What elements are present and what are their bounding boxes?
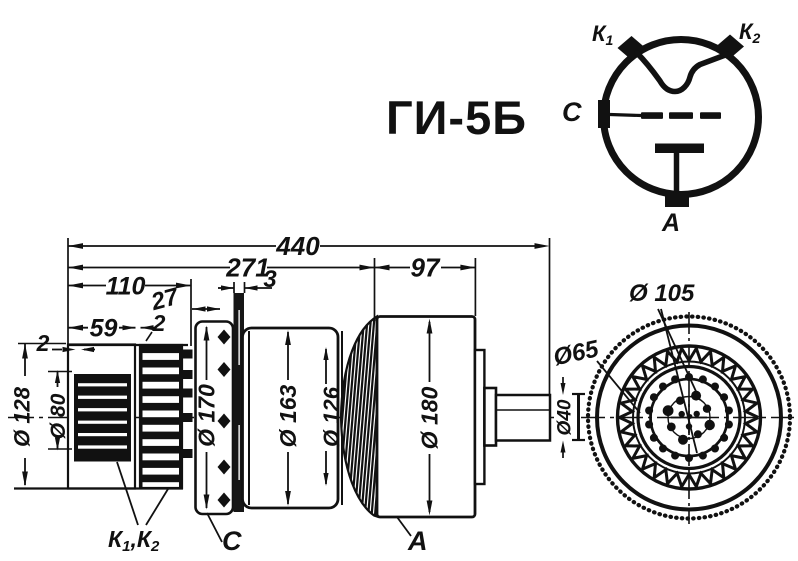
svg-text:С: С (562, 97, 582, 127)
svg-text:А: А (407, 526, 428, 556)
svg-text:А: А (661, 209, 680, 237)
svg-text:Ø 128: Ø 128 (10, 386, 35, 447)
svg-text:110: 110 (106, 273, 146, 301)
svg-text:С: С (222, 526, 242, 556)
svg-text:440: 440 (275, 231, 320, 261)
svg-text:Ø 163: Ø 163 (275, 384, 301, 447)
svg-text:Ø 180: Ø 180 (417, 386, 443, 449)
svg-text:59: 59 (90, 315, 118, 343)
svg-text:ГИ-5Б: ГИ-5Б (386, 91, 527, 144)
svg-text:Ø 105: Ø 105 (629, 280, 695, 307)
svg-text:3: 3 (263, 266, 277, 293)
svg-text:Ø 170: Ø 170 (194, 384, 220, 447)
svg-text:К1,К2: К1,К2 (108, 526, 160, 555)
svg-text:97: 97 (411, 253, 441, 283)
svg-text:Ø40: Ø40 (555, 399, 576, 435)
svg-text:Ø 80: Ø 80 (47, 393, 70, 439)
svg-text:2: 2 (152, 310, 166, 336)
svg-text:271: 271 (225, 253, 269, 283)
